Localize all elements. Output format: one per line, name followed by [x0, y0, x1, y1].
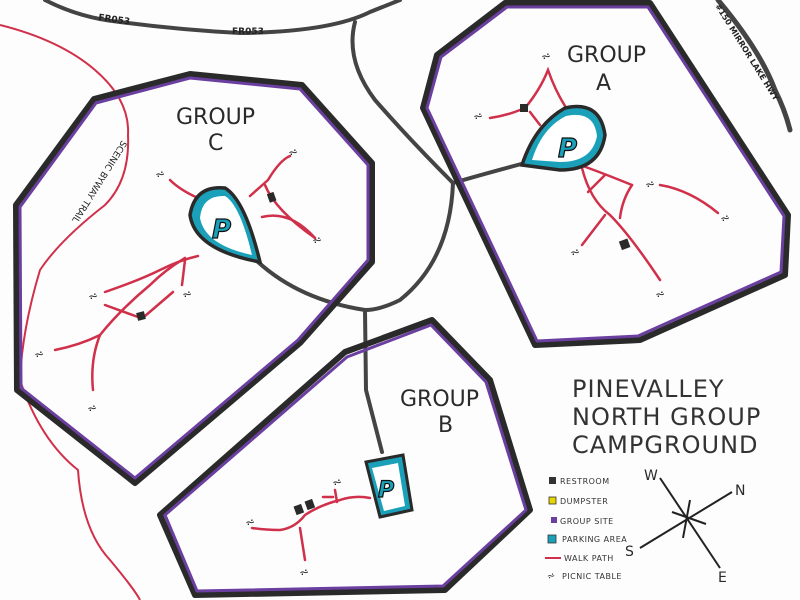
- dumpster-square-icon: [548, 496, 557, 505]
- group-a-site[interactable]: [420, 0, 791, 348]
- group-b-letter: B: [438, 413, 453, 438]
- parking-letter: P: [558, 134, 577, 164]
- road-label-fr053: FR053: [232, 27, 264, 37]
- picnic-table-icon: ⩫: [473, 109, 483, 123]
- road-to-group-b: [363, 308, 384, 454]
- picnic-table-icon: ⩫: [299, 565, 309, 579]
- compass-s: S: [625, 544, 634, 560]
- picnic-table-icon: ⩫: [182, 287, 192, 301]
- road-mirror-lake-hwy: [715, 0, 793, 133]
- group-b-site[interactable]: [157, 317, 533, 598]
- road-spur-north: [350, 20, 455, 185]
- compass-n: N: [735, 483, 745, 499]
- parking-letter: P: [212, 215, 231, 245]
- scenic-byway-trail: [0, 24, 141, 600]
- picnic-table-icon: ⩫: [312, 233, 322, 247]
- parking-square-icon: [547, 534, 557, 544]
- restroom-icon: [136, 311, 146, 321]
- picnic-table-icon: ⩫: [570, 245, 580, 259]
- road-loop-south: [363, 181, 455, 312]
- group-a-label: GROUP: [567, 43, 646, 68]
- map-title: PINEVALLEY NORTH GROUP CAMPGROUND: [572, 375, 761, 459]
- parking-group-a[interactable]: P: [519, 104, 607, 172]
- restroom-square-icon: [549, 477, 556, 484]
- svg-text:DUMPSTER: DUMPSTER: [560, 497, 608, 506]
- svg-text:PICNIC TABLE: PICNIC TABLE: [562, 572, 622, 581]
- picnic-table-icon: ⩫: [655, 287, 665, 301]
- restroom-icon: [293, 503, 305, 516]
- restroom-icon: [520, 104, 528, 112]
- svg-text:WALK PATH: WALK PATH: [564, 554, 614, 563]
- road-label-fr053: FR053: [98, 13, 131, 27]
- restroom-icon: [266, 191, 277, 203]
- picnic-table-icon: ⩫: [547, 571, 556, 582]
- parking-group-c[interactable]: P: [188, 186, 263, 265]
- svg-text:PARKING AREA: PARKING AREA: [562, 535, 627, 544]
- parking-letter: P: [378, 478, 394, 503]
- road-label-mirror-lake-hwy: #150 MIRROR LAKE HWY: [713, 2, 780, 102]
- picnic-tables: ⩫ ⩫ ⩫ ⩫ ⩫ ⩫ ⩫ ⩫ ⩫ ⩫ ⩫ ⩫ ⩫ ⩫ ⩫ ⩫: [34, 49, 730, 579]
- restroom-icon: [304, 498, 316, 511]
- picnic-table-icon: ⩫: [34, 347, 44, 361]
- picnic-table-icon: ⩫: [720, 211, 730, 225]
- svg-text:CAMPGROUND: CAMPGROUND: [572, 431, 759, 459]
- picnic-table-icon: ⩫: [645, 177, 655, 191]
- compass-w: W: [644, 468, 658, 484]
- group-c-site[interactable]: [13, 71, 375, 486]
- picnic-table-icon: ⩫: [245, 515, 255, 529]
- picnic-table-icon: ⩫: [87, 401, 97, 415]
- svg-text:GROUP SITE: GROUP SITE: [560, 517, 614, 526]
- walk-paths: [53, 66, 720, 562]
- road-to-group-a: [451, 161, 527, 185]
- svg-text:RESTROOM: RESTROOM: [560, 477, 610, 486]
- group-c-label: GROUP: [176, 105, 255, 130]
- compass-e: E: [718, 570, 727, 586]
- group-site-square-icon: [551, 517, 557, 523]
- group-b-label: GROUP: [400, 387, 479, 412]
- compass-rose: [639, 477, 733, 569]
- parking-group-b[interactable]: P: [364, 453, 414, 519]
- group-a-letter: A: [596, 71, 611, 96]
- picnic-table-icon: ⩫: [332, 475, 342, 489]
- picnic-table-icon: ⩫: [88, 289, 98, 303]
- restroom-icon: [618, 238, 631, 251]
- restrooms: [136, 104, 631, 516]
- svg-text:NORTH GROUP: NORTH GROUP: [572, 403, 761, 431]
- road-fr053: [43, 0, 402, 36]
- legend: RESTROOM DUMPSTER GROUP SITE PARKING ARE…: [545, 477, 627, 582]
- picnic-table-icon: ⩫: [155, 167, 165, 181]
- svg-text:PINEVALLEY: PINEVALLEY: [572, 375, 725, 403]
- road-from-group-c: [256, 260, 367, 312]
- road-network: [43, 0, 793, 454]
- group-c-letter: C: [208, 131, 223, 156]
- picnic-table-icon: ⩫: [541, 49, 551, 63]
- picnic-table-icon: ⩫: [288, 145, 298, 159]
